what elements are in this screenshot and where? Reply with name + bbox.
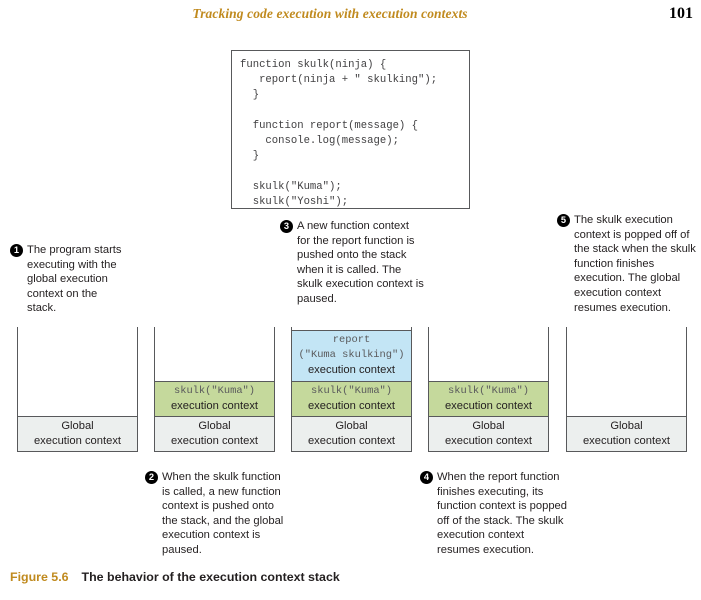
stack-empty-space: [567, 327, 686, 417]
code-line: [240, 164, 469, 179]
stack-frame-report: report ("Kuma skulking") execution context: [292, 330, 411, 382]
page-number: 101: [669, 5, 693, 22]
callout-5-number: 5: [557, 214, 570, 227]
stack-frame-label: execution context: [444, 434, 533, 447]
stack-frame-code: skulk("Kuma"): [447, 384, 530, 397]
figure-caption: Figure 5.6 The behavior of the execution …: [10, 570, 340, 584]
stack-frame-label: execution context: [33, 434, 122, 447]
stack-empty-space: [155, 327, 274, 381]
stack-frame-code: report: [332, 334, 371, 347]
stack-empty-space: [292, 327, 411, 331]
code-line: }: [240, 150, 260, 163]
stack-frame-label: Global: [472, 420, 505, 433]
code-line: console.log(message);: [240, 135, 399, 147]
stack-frame-label: execution context: [170, 399, 259, 412]
stack-frame-label: execution context: [170, 434, 259, 447]
running-head: Tracking code execution with execution c…: [0, 5, 701, 28]
stack-empty-space: [429, 327, 548, 381]
stack-frame-code: skulk("Kuma"): [310, 384, 393, 397]
stack-frame-label: Global: [610, 420, 643, 433]
stack-frame-skulk: skulk("Kuma") execution context: [292, 380, 411, 418]
stack-frame-label: Global: [335, 420, 368, 433]
figure-caption-text: The behavior of the execution context st…: [81, 570, 340, 584]
callout-4-number: 4: [420, 471, 433, 484]
stack-frame-code: ("Kuma skulking"): [298, 349, 405, 362]
figure-number: Figure 5.6: [10, 570, 69, 584]
code-line: }: [240, 89, 260, 102]
stack-empty-space: [18, 327, 137, 417]
callout-5-text: The skulk execution context is popped of…: [574, 214, 696, 314]
running-head-title: Tracking code execution with execution c…: [192, 6, 468, 21]
stack-frame-label: execution context: [307, 434, 396, 447]
callout-3: 3 A new function context for the report …: [280, 219, 425, 307]
code-line: skulk("Yoshi");: [240, 195, 349, 208]
stack-frame-skulk: skulk("Kuma") execution context: [155, 380, 274, 418]
code-listing-box: function skulk(ninja) { report(ninja + "…: [231, 50, 470, 209]
callout-2: 2 When the skulk function is called, a n…: [145, 470, 285, 558]
stack-frame-label: execution context: [307, 399, 396, 412]
callout-1-text: The program starts executing with the gl…: [27, 244, 122, 315]
callout-4-text: When the report function finishes execut…: [437, 471, 567, 556]
stack-frame-label: execution context: [582, 434, 671, 447]
code-line: skulk("Kuma");: [240, 180, 342, 193]
callout-2-text: When the skulk function is called, a new…: [162, 471, 284, 556]
stack-frame-code: skulk("Kuma"): [173, 384, 256, 397]
callout-3-text: A new function context for the report fu…: [297, 220, 424, 305]
code-line: function skulk(ninja) {: [240, 59, 387, 71]
stack-frame-label: Global: [198, 420, 231, 433]
callout-1-number: 1: [10, 244, 23, 257]
stack-frame-skulk: skulk("Kuma") execution context: [429, 380, 548, 418]
callout-3-number: 3: [280, 220, 293, 233]
callout-4: 4 When the report function finishes exec…: [420, 470, 570, 558]
code-line: report(ninja + " skulking");: [240, 74, 438, 87]
execution-stack: report ("Kuma skulking") execution context…: [291, 327, 412, 452]
stack-frame-label: execution context: [307, 364, 396, 377]
code-line: function report(message) {: [240, 119, 419, 132]
stack-frame-label: execution context: [444, 399, 533, 412]
callout-1: 1 The program starts executing with the …: [10, 243, 125, 316]
code-line: [240, 104, 469, 119]
callout-5: 5 The skulk execution context is popped …: [557, 213, 697, 315]
stack-frame-label: Global: [61, 420, 94, 433]
callout-2-number: 2: [145, 471, 158, 484]
